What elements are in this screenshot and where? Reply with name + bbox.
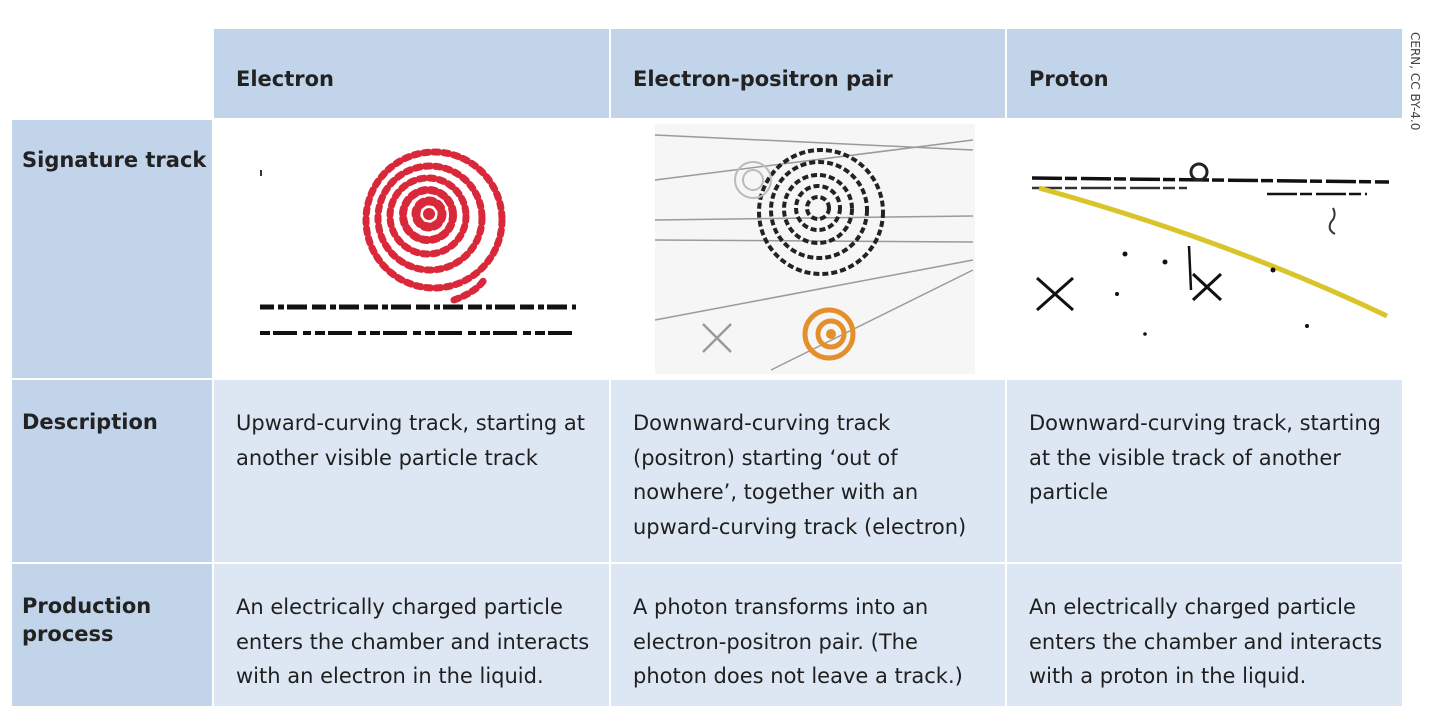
proton-crosses [1036,245,1223,312]
electron-spiral [362,148,506,304]
electron-horizontal-tracks [260,304,576,335]
production-pair: A photon transforms into an electron-pos… [611,564,1005,706]
positron-spiral [802,307,856,361]
description-electron: Upward-curving track, starting at anothe… [214,380,609,562]
proton-horizontal-tracks [1031,176,1390,196]
row-header-signature-label: Signature track [22,148,207,172]
row-header-production: Production process [12,564,212,706]
column-header-proton-label: Proton [1029,67,1109,91]
description-pair-text: Downward-curving track (positron) starti… [633,411,967,539]
description-proton: Downward-curving track, starting at the … [1007,380,1402,562]
pair-track-image [611,120,1005,378]
proton-track-image [1007,120,1402,378]
proton-dots [1115,251,1309,336]
production-proton-text: An electrically charged particle enters … [1029,595,1383,688]
production-proton: An electrically charged particle enters … [1007,564,1402,706]
production-electron-text: An electrically charged particle enters … [236,595,590,688]
proton-curve [1038,185,1389,319]
column-header-electron-label: Electron [236,67,335,91]
pair-electron-spiral [757,148,885,276]
pair-faint-spiral [734,161,772,199]
image-credit: CERN, CC BY-4.0 [1404,30,1428,140]
description-pair: Downward-curving track (positron) starti… [611,380,1005,562]
description-electron-text: Upward-curving track, starting at anothe… [236,411,585,470]
row-header-production-label: Production process [22,594,152,646]
row-header-description-label: Description [22,410,158,434]
electron-track-image [214,120,609,378]
production-electron: An electrically charged particle enters … [214,564,609,706]
image-credit-text: CERN, CC BY-4.0 [1408,32,1422,131]
column-header-electron: Electron [214,29,609,118]
column-header-proton: Proton [1007,29,1402,118]
column-header-pair-label: Electron-positron pair [633,67,893,91]
row-header-description: Description [12,380,212,562]
row-header-signature: Signature track [12,120,212,378]
column-header-pair: Electron-positron pair [611,29,1005,118]
description-proton-text: Downward-curving track, starting at the … [1029,411,1381,504]
pair-cross [702,323,732,353]
production-pair-text: A photon transforms into an electron-pos… [633,595,963,688]
